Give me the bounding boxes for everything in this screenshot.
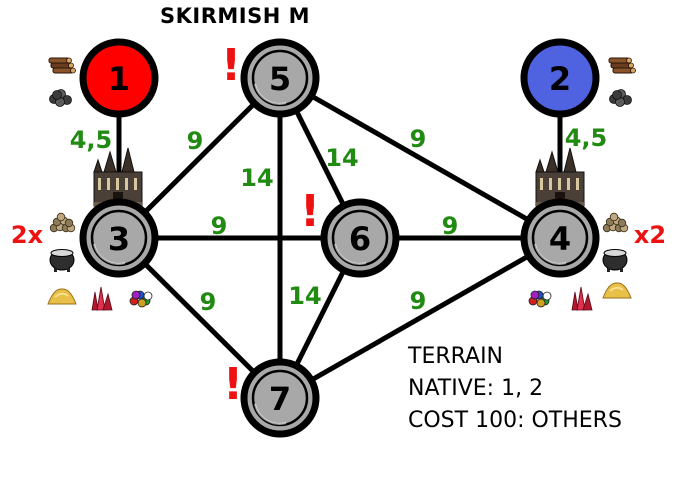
weight-1-3: 4,5 xyxy=(70,126,113,154)
node-4: 4 xyxy=(520,198,600,278)
terrain-info-line-3: COST 100: OTHERS xyxy=(408,408,622,433)
ore-pile-icon xyxy=(49,212,76,233)
weight-6-7: 14 xyxy=(288,282,321,310)
edge-5-4 xyxy=(278,75,562,241)
weight-2-4: 4,5 xyxy=(565,124,608,152)
multiplier-4: x2 xyxy=(634,221,666,249)
ore-icon xyxy=(49,89,72,107)
edge-7-4 xyxy=(278,235,562,401)
node-3: 3 xyxy=(79,198,159,278)
ore-pile-icon xyxy=(602,212,629,233)
weight-3-7: 9 xyxy=(200,288,217,316)
node-4-label: 4 xyxy=(549,220,571,258)
node-2: 2 xyxy=(520,38,600,118)
alert-mark-5: ! xyxy=(221,40,241,91)
node-7: 7 xyxy=(240,358,320,438)
weight-5-7: 14 xyxy=(240,164,273,192)
sulfur-icon xyxy=(47,288,77,305)
node-6-label: 6 xyxy=(349,220,371,258)
multiplier-3: 2x xyxy=(11,221,44,249)
ore-icon xyxy=(609,89,632,107)
node-5-label: 5 xyxy=(269,60,291,98)
gems-icon xyxy=(129,290,153,308)
map-title: SKIRMISH M xyxy=(160,4,311,28)
terrain-info-line-2: NATIVE: 1, 2 xyxy=(408,376,544,401)
gems-icon xyxy=(528,290,552,308)
crystal-icon xyxy=(571,286,593,311)
terrain-info-line-1: TERRAIN xyxy=(408,344,504,369)
weight-6-4: 9 xyxy=(442,212,459,240)
node-2-label: 2 xyxy=(549,60,571,98)
node-1: 1 xyxy=(79,38,159,118)
weight-3-6: 9 xyxy=(211,212,228,240)
weight-layer: 4,5 4,5 9 9 9 14 14 9 9 14 9 xyxy=(70,124,608,316)
mercury-cauldron-icon xyxy=(49,249,75,272)
weight-3-5: 9 xyxy=(187,127,204,155)
weight-5-6: 14 xyxy=(325,144,358,172)
mark-layer: !!! 2x x2 xyxy=(11,40,666,410)
node-3-label: 3 xyxy=(108,220,130,258)
node-6: 6 xyxy=(320,198,400,278)
alert-mark-6: ! xyxy=(300,186,320,237)
node-5: 5 xyxy=(240,38,320,118)
node-layer: 1 2 3 4 5 6 7 xyxy=(79,38,600,438)
weight-7-4: 9 xyxy=(410,287,427,315)
wood-icon xyxy=(48,57,76,74)
node-7-label: 7 xyxy=(269,380,291,418)
crystal-icon xyxy=(91,286,113,311)
sulfur-icon xyxy=(602,282,632,299)
mercury-cauldron-icon xyxy=(602,249,628,272)
node-1-label: 1 xyxy=(108,60,130,98)
wood-icon xyxy=(608,57,636,74)
weight-5-4: 9 xyxy=(410,125,427,153)
alert-mark-7: ! xyxy=(223,359,243,410)
